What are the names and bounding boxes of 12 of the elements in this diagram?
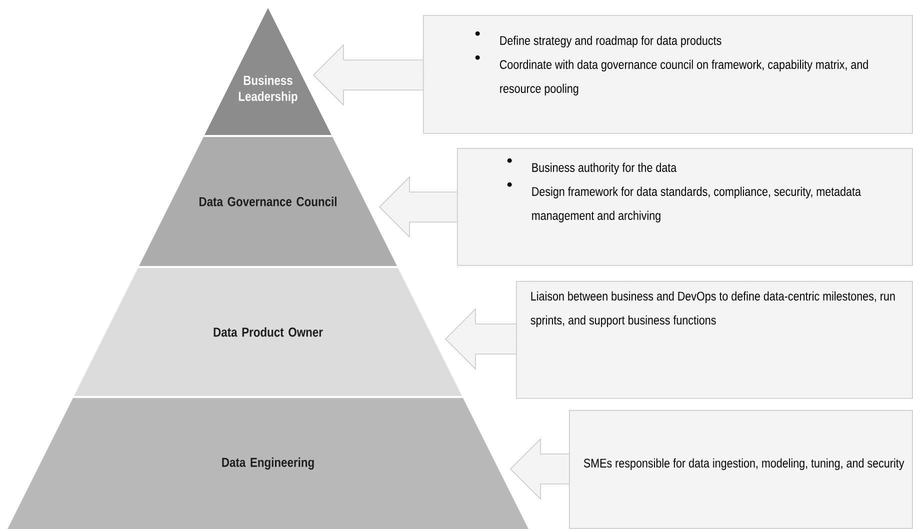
callout-box: Define strategy and roadmap for data products Coordinate with data governance council on framework, capability matrix, and resource pooling — [423, 15, 913, 134]
pyramid-layer: Data Engineering — [8, 398, 528, 529]
callout-box: SMEs responsible for data ingestion, modeling, tuning, and security — [569, 410, 913, 529]
block-arrow — [444, 308, 516, 370]
block-arrow — [378, 176, 458, 238]
pyramid-layer: Data Governance Council — [139, 137, 397, 266]
callout-box: Liaison between business and DevOps to define data-centric milestones, run sprints, and support business functions — [516, 281, 913, 399]
block-arrow — [312, 44, 424, 106]
block-arrow — [510, 438, 570, 500]
callout-box: Business authority for the data Design framework for data standards, compliance, security, metadata management and archiving — [457, 148, 913, 266]
pyramid-layer: Data Product Owner — [74, 268, 462, 396]
pyramid-layer: Business Leadership — [204, 8, 332, 135]
